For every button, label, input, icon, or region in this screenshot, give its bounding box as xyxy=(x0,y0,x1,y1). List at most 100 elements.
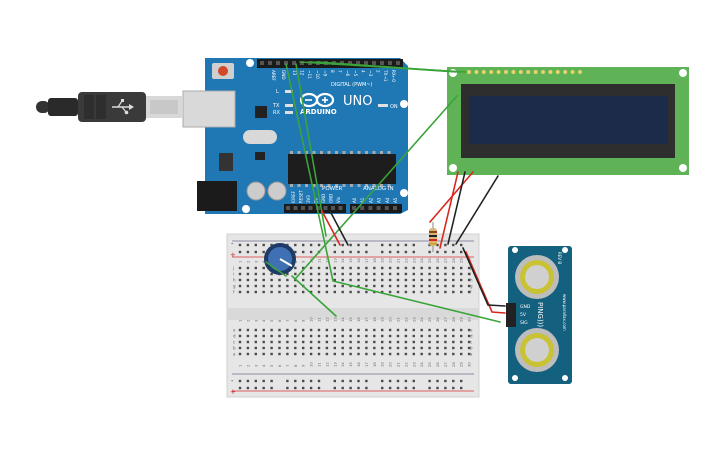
wire-green[interactable] xyxy=(291,275,337,317)
column-number: 14 xyxy=(340,362,345,367)
analog-header[interactable] xyxy=(350,204,402,213)
header-pin[interactable] xyxy=(260,61,264,65)
lcd-pin[interactable] xyxy=(555,70,560,74)
header-pin[interactable] xyxy=(384,206,389,210)
column-number: 4 xyxy=(261,364,266,367)
lcd-pin[interactable] xyxy=(481,70,486,74)
lcd-pin[interactable] xyxy=(578,70,582,74)
wire-red[interactable] xyxy=(429,171,474,223)
power-header[interactable] xyxy=(284,204,346,213)
lcd-pin[interactable] xyxy=(511,70,516,74)
lcd-pin[interactable] xyxy=(467,70,471,74)
lcd-pin[interactable] xyxy=(474,70,479,74)
header-pin[interactable] xyxy=(293,206,298,210)
wire-black[interactable] xyxy=(455,175,499,245)
column-number: 11 xyxy=(317,258,322,263)
digital-pin-label: 12 xyxy=(300,70,305,76)
header-pin[interactable] xyxy=(276,61,280,65)
wire-green[interactable] xyxy=(265,261,287,277)
column-number: 18 xyxy=(372,362,377,367)
wire-black[interactable] xyxy=(329,210,349,246)
wire-green[interactable] xyxy=(295,95,458,279)
column-number: 20 xyxy=(388,362,393,367)
header-pin[interactable] xyxy=(323,206,328,210)
ping-pin-sig: SIG xyxy=(520,320,528,326)
lcd-pin[interactable] xyxy=(548,70,553,74)
header-pin[interactable] xyxy=(360,206,365,210)
column-number: 2 xyxy=(245,260,250,263)
wire-green[interactable] xyxy=(299,61,467,73)
header-pin[interactable] xyxy=(292,61,296,65)
column-number: 13 xyxy=(332,362,337,367)
header-pin[interactable] xyxy=(380,61,384,65)
arduino-uno-board[interactable]: L TX RX ON ARDUINO UNO DIGITAL (PWM~) 13… xyxy=(182,58,408,214)
lcd-pin-header[interactable] xyxy=(467,70,582,74)
header-pin[interactable] xyxy=(368,206,373,210)
column-number: 15 xyxy=(348,317,353,322)
header-pin[interactable] xyxy=(396,61,400,65)
column-number: 5 xyxy=(269,319,274,322)
wire-red[interactable] xyxy=(439,171,459,249)
column-number: 29 xyxy=(459,258,464,263)
header-pin[interactable] xyxy=(308,206,313,210)
column-number: 1 xyxy=(238,260,243,263)
wire-red[interactable] xyxy=(465,251,506,314)
header-pin[interactable] xyxy=(284,61,288,65)
ping-transducer-bottom xyxy=(515,328,559,372)
header-pin[interactable] xyxy=(372,61,376,65)
column-number: 21 xyxy=(396,362,401,367)
lcd-pin[interactable] xyxy=(504,70,508,74)
header-pin[interactable] xyxy=(348,61,352,65)
wire-black[interactable] xyxy=(447,171,466,245)
header-pin[interactable] xyxy=(376,206,381,210)
column-number: 1 xyxy=(238,364,243,367)
led-tx xyxy=(285,104,293,107)
header-pin[interactable] xyxy=(388,61,392,65)
header-pin[interactable] xyxy=(300,61,304,65)
pin-label-gnd: GND xyxy=(281,70,286,80)
wire-green[interactable] xyxy=(285,63,501,323)
lcd-pin[interactable] xyxy=(563,70,568,74)
row-letter: b xyxy=(470,346,473,351)
ping-pin-header[interactable] xyxy=(506,303,516,327)
breadboard-holes[interactable] xyxy=(238,243,471,390)
digital-pin-label: 4 xyxy=(360,70,365,73)
column-number: 27 xyxy=(443,362,448,367)
resistor[interactable] xyxy=(429,222,437,252)
digital-pin-label: ~11 xyxy=(307,70,312,79)
lcd-pin[interactable] xyxy=(570,70,575,74)
wire-red[interactable] xyxy=(321,210,341,246)
header-pin[interactable] xyxy=(352,206,356,210)
column-number: 16 xyxy=(356,362,361,367)
column-number: 25 xyxy=(427,258,432,263)
lcd-pin[interactable] xyxy=(489,70,494,74)
header-pin[interactable] xyxy=(393,206,397,210)
column-number: 19 xyxy=(380,317,385,322)
lcd-pin[interactable] xyxy=(533,70,538,74)
lcd-pin[interactable] xyxy=(526,70,531,74)
header-pin[interactable] xyxy=(338,206,343,210)
potentiometer[interactable] xyxy=(264,243,296,275)
wire-green[interactable] xyxy=(295,63,327,237)
column-number: 11 xyxy=(317,362,322,367)
header-pin[interactable] xyxy=(286,206,290,210)
ping-ultrasonic-sensor[interactable]: GND 5V SIG PING))) www.parallax.com REV … xyxy=(506,246,572,384)
lcd-pin[interactable] xyxy=(518,70,523,74)
wire-black[interactable] xyxy=(462,247,506,307)
header-pin[interactable] xyxy=(331,206,335,210)
breadboard[interactable]: - + - + 11122233344455566677788899910101… xyxy=(226,233,480,398)
header-pin[interactable] xyxy=(301,206,305,210)
lcd-pin[interactable] xyxy=(496,70,501,74)
lcd-16x2-module[interactable] xyxy=(447,67,689,175)
digital-label: DIGITAL (PWM~) xyxy=(331,82,373,88)
header-pin[interactable] xyxy=(356,61,360,65)
wires[interactable] xyxy=(265,61,506,323)
column-number: 12 xyxy=(324,317,329,322)
reset-button[interactable] xyxy=(212,63,234,79)
lcd-pin[interactable] xyxy=(541,70,545,74)
header-pin[interactable] xyxy=(268,61,272,65)
row-letter: e xyxy=(470,328,473,333)
column-number: 23 xyxy=(411,362,416,367)
column-number: 30 xyxy=(467,317,472,322)
header-pin[interactable] xyxy=(364,61,368,65)
